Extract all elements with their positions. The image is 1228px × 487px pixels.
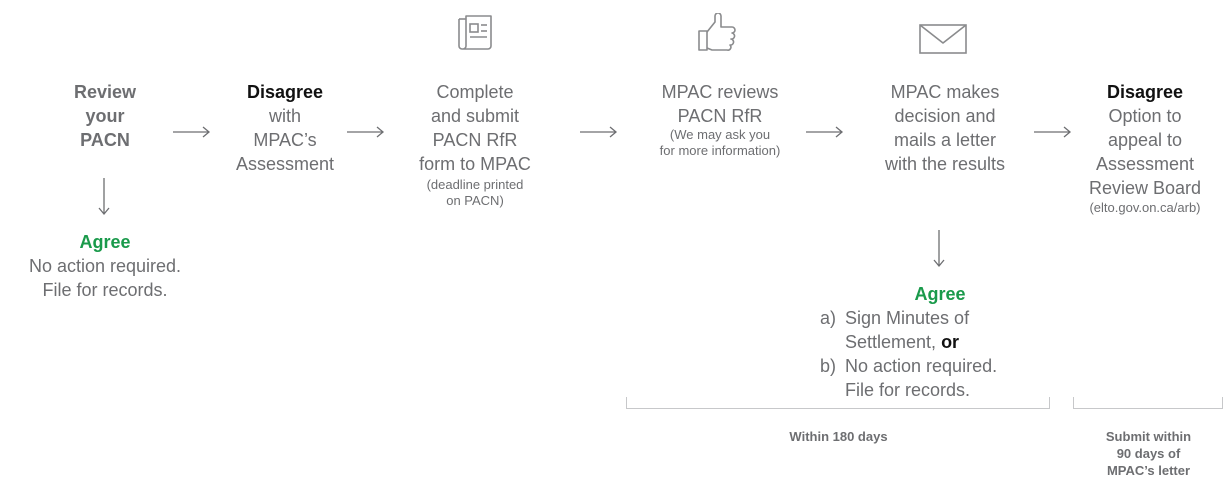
timeframe-90-label: Submit within 90 days of MPAC’s letter — [1073, 428, 1224, 479]
step-complete-line1: Complete — [436, 82, 514, 102]
option-b-marker: b) — [820, 356, 837, 376]
agree-right-title: Agree — [914, 284, 966, 304]
step-decision-line4: with the results — [884, 154, 1006, 174]
option-b-line2: File for records. — [845, 380, 971, 400]
step-decision-line3: mails a letter — [893, 130, 997, 150]
step-appeal-line3: Assessment — [1095, 154, 1195, 174]
step-disagree-line3: Assessment — [235, 154, 335, 174]
step-disagree-title: Disagree — [246, 82, 324, 102]
step-disagree-line1: with — [268, 106, 301, 126]
step-review: Review your PACN — [55, 80, 155, 152]
step-review-line3: PACN — [80, 130, 130, 150]
step-disagree-line2: MPAC’s — [253, 130, 317, 150]
envelope-icon — [918, 23, 968, 55]
option-a-line1: Sign Minutes of — [845, 308, 970, 328]
step-mpac-reviews-note1: (We may ask you — [669, 127, 771, 142]
step-appeal-note: (elto.gov.on.ca/arb) — [1089, 200, 1201, 215]
arrow-right-icon — [805, 125, 845, 139]
step-complete-line4: form to MPAC — [419, 154, 531, 174]
timeframe-180-label: Within 180 days — [789, 429, 888, 444]
timeframe-90-line1: Submit within — [1105, 429, 1192, 444]
step-mpac-reviews-note2: for more information) — [659, 143, 781, 158]
arrow-right-icon — [172, 125, 212, 139]
arrow-right-icon — [346, 125, 386, 139]
step-appeal-line1: Option to — [1108, 106, 1182, 126]
step-decision-line2: decision and — [894, 106, 996, 126]
step-appeal-line4: Review Board — [1088, 178, 1202, 198]
step-decision: MPAC makes decision and mails a letter w… — [860, 80, 1030, 176]
option-a-marker: a) — [820, 308, 837, 328]
step-mpac-reviews-line2: PACN RfR — [677, 106, 763, 126]
timeframe-bracket-180 — [626, 397, 1050, 409]
thumbs-up-icon — [696, 13, 740, 53]
step-mpac-reviews: MPAC reviews PACN RfR (We may ask you fo… — [625, 80, 815, 159]
step-complete-note1: (deadline printed — [426, 177, 524, 192]
arrow-right-icon — [1033, 125, 1073, 139]
arrow-down-icon — [932, 229, 946, 269]
step-appeal: Disagree Option to appeal to Assessment … — [1070, 80, 1220, 216]
agree-right-options: a) Sign Minutes of Settlement, or b) No … — [820, 306, 1050, 402]
step-decision-line1: MPAC makes — [890, 82, 1000, 102]
timeframe-90-line2: 90 days of — [1116, 446, 1181, 461]
agree-left: Agree No action required. File for recor… — [0, 230, 210, 302]
step-appeal-title: Disagree — [1106, 82, 1184, 102]
agree-left-title: Agree — [79, 232, 131, 252]
option-b-line1: No action required. — [845, 356, 998, 376]
option-a-line2: Settlement, — [845, 332, 937, 352]
step-complete-line2: and submit — [430, 106, 520, 126]
step-complete: Complete and submit PACN RfR form to MPA… — [400, 80, 550, 209]
timeframe-90-line3: MPAC’s letter — [1106, 463, 1191, 478]
arrow-right-icon — [579, 125, 619, 139]
step-appeal-line2: appeal to — [1107, 130, 1183, 150]
option-or: or — [941, 332, 960, 352]
step-complete-note2: on PACN) — [446, 193, 504, 208]
agree-left-line1: No action required. — [28, 256, 182, 276]
step-disagree: Disagree with MPAC’s Assessment — [210, 80, 360, 176]
step-complete-line3: PACN RfR — [432, 130, 518, 150]
step-mpac-reviews-line1: MPAC reviews — [661, 82, 779, 102]
step-review-line1: Review — [73, 82, 137, 102]
agree-left-line2: File for records. — [42, 280, 168, 300]
arrow-down-icon — [97, 177, 111, 217]
newspaper-icon — [455, 13, 495, 51]
step-review-line2: your — [85, 106, 125, 126]
timeframe-bracket-90 — [1073, 397, 1223, 409]
